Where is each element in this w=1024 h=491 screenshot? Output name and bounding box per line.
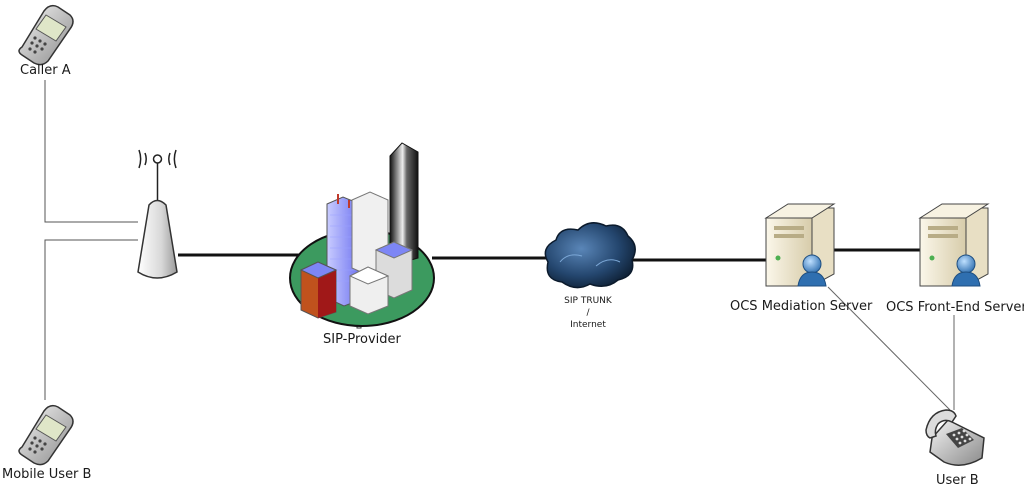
sip-trunk-text: SIP TRUNK [564,296,612,306]
internet-text: Internet [570,320,606,330]
mediation-to-user-b-link [827,286,951,411]
sip-provider-label: SIP-Provider [323,332,401,347]
office-buildings-icon [289,142,435,327]
cloud-icon [544,222,636,289]
mobile-phone-icon [18,404,74,466]
user-b-label: User B [936,473,979,488]
server-user-icon [918,203,990,287]
mobile-phone-icon [18,4,74,66]
caller-a-link [44,80,138,223]
mediation-server-label: OCS Mediation Server [730,299,873,314]
cell-tower-icon [137,149,178,279]
sip-trunk-label: SIP TRUNK / Internet [558,295,618,331]
mobile-user-b-label: Mobile User B [2,467,92,482]
frontend-server-label: OCS Front-End Server [886,300,1024,315]
connectors [44,80,955,411]
mobile-user-b-link [44,239,138,400]
sip-trunk-separator: / [586,308,590,318]
server-user-icon [764,203,836,287]
caller-a-label: Caller A [20,63,71,78]
desk-phone-icon [925,409,985,466]
